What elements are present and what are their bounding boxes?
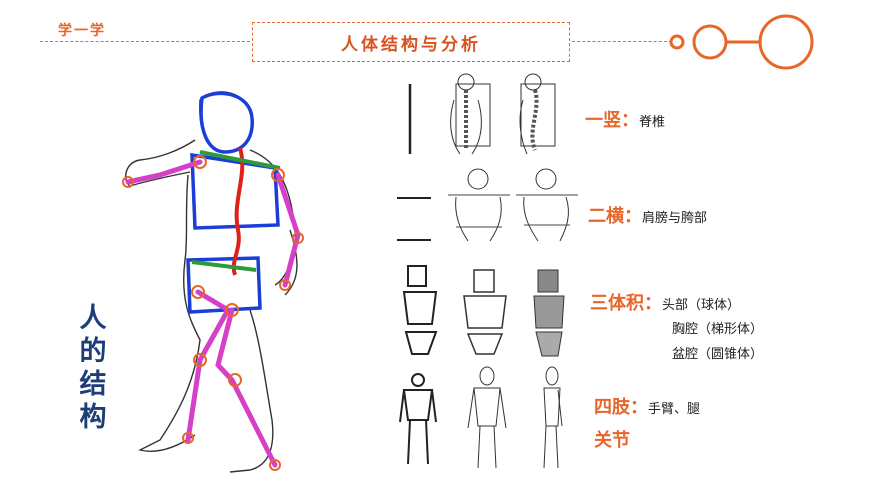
label-colon: ： [621,110,639,131]
side-title-char: 人 [79,303,107,334]
spine-side-sketch [519,73,556,155]
decorative-rings-icon [669,14,814,70]
label-erheng-row: 二横 ： 肩膀与胯部 [588,202,707,228]
volumes-front-sketch [463,269,507,355]
label-yishu-row: 一竖 ： 脊椎 [585,106,665,132]
side-title: 人 的 结 构 [78,302,108,434]
section-tag: 学一学 [58,23,106,39]
side-title-char: 的 [79,336,107,367]
horizontal-lines-icon [397,197,431,241]
title-box: 人体结构与分析 [252,22,570,62]
vertical-line-icon [408,84,412,154]
header-divider-right [572,41,672,42]
torso-angle-sketch [516,168,578,242]
label-santiji-item: 胸腔（梯形体） [672,322,764,337]
walking-figure-illustration [122,91,304,473]
header-divider-left [40,41,250,42]
label-yishu-desc: 脊椎 [639,115,666,130]
volumes-side-sketch [533,269,565,357]
label-santiji-item: 头部（球体） [662,298,741,313]
label-colon: ： [624,206,642,227]
label-erheng-desc: 肩膀与胯部 [642,211,708,226]
label-santiji-row: 三体积 ： 头部（球体） [590,289,740,315]
label-sizhi-row: 四肢 ： 手臂、腿 [594,393,700,419]
mannequin-front-sketch [467,366,507,469]
side-title-char: 结 [79,369,107,400]
label-guanjie: 关节 [594,430,630,451]
limb-skeleton-icon [399,373,437,465]
label-sizhi: 四肢 [594,397,630,418]
label-santiji-item: 盆腔（圆锥体） [672,347,764,362]
label-colon: ： [630,397,648,418]
label-yishu: 一竖 [585,110,621,131]
label-erheng: 二横 [588,206,624,227]
mannequin-side-sketch [543,366,563,469]
three-volumes-icon [402,265,438,355]
page-title: 人体结构与分析 [341,34,481,55]
side-title-char: 构 [79,402,107,433]
label-colon: ： [644,293,662,314]
torso-front-sketch [448,168,510,242]
label-sizhi-desc: 手臂、腿 [648,402,701,417]
label-santiji: 三体积 [590,293,644,314]
spine-front-sketch [450,73,491,155]
